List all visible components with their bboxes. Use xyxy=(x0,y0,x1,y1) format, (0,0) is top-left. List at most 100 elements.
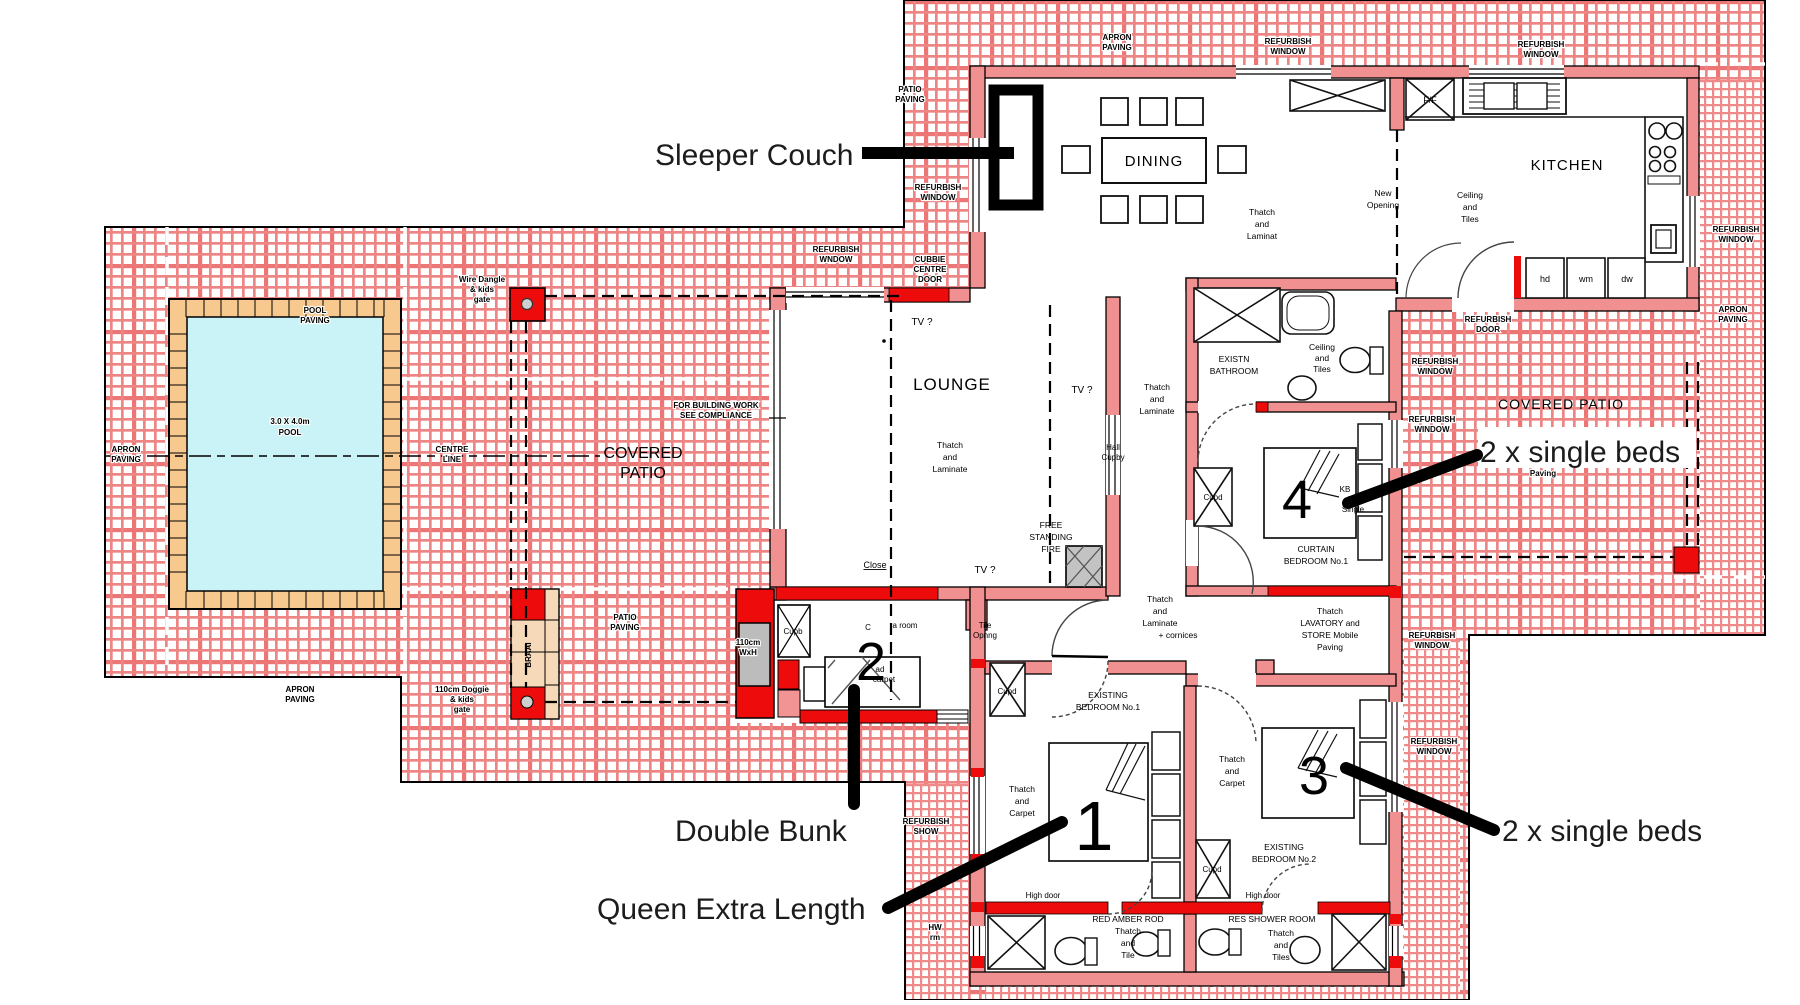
svg-text:& kids: & kids xyxy=(450,695,475,704)
svg-text:F/F: F/F xyxy=(1423,95,1437,105)
svg-text:BEDROOM No.1: BEDROOM No.1 xyxy=(1076,702,1141,712)
svg-text:FIRE: FIRE xyxy=(1041,544,1061,554)
svg-text:REFURBISH: REFURBISH xyxy=(1409,631,1456,640)
svg-text:COVERED: COVERED xyxy=(603,445,682,462)
svg-text:C: C xyxy=(865,623,871,632)
svg-text:WINDOW: WINDOW xyxy=(1416,747,1452,756)
svg-text:WINDOW: WINDOW xyxy=(1414,641,1450,650)
svg-text:Ceiling: Ceiling xyxy=(1457,190,1483,200)
svg-text:WINDOW: WINDOW xyxy=(1270,47,1306,56)
svg-text:STANDING: STANDING xyxy=(1029,532,1072,542)
svg-text:REFURBISH: REFURBISH xyxy=(903,817,950,826)
svg-text:and: and xyxy=(1255,219,1269,229)
svg-text:STORE Mobile: STORE Mobile xyxy=(1302,630,1359,640)
svg-text:WNDOW: WNDOW xyxy=(820,255,853,264)
svg-text:Opening: Opening xyxy=(1367,200,1399,210)
svg-text:APRON: APRON xyxy=(1719,305,1748,314)
svg-text:REFURBISH: REFURBISH xyxy=(1411,737,1458,746)
svg-text:REFURBISH: REFURBISH xyxy=(1465,315,1512,324)
svg-text:KB: KB xyxy=(1340,485,1351,494)
svg-text:Cupd: Cupd xyxy=(997,687,1016,696)
svg-text:APRON: APRON xyxy=(1103,33,1132,42)
svg-text:FREE: FREE xyxy=(1040,520,1063,530)
svg-text:EXISTING: EXISTING xyxy=(1088,690,1128,700)
svg-text:PAVING: PAVING xyxy=(300,316,329,325)
svg-text:Thatch: Thatch xyxy=(1144,382,1170,392)
svg-text:PAVING: PAVING xyxy=(610,623,639,632)
svg-text:rm: rm xyxy=(930,933,940,942)
svg-text:LINE: LINE xyxy=(443,455,462,464)
svg-text:PATIO: PATIO xyxy=(898,85,921,94)
svg-text:and: and xyxy=(1463,202,1477,212)
svg-text:RES SHOWER ROOM: RES SHOWER ROOM xyxy=(1229,914,1316,924)
svg-text:2 x single beds: 2 x single beds xyxy=(1502,815,1702,848)
svg-text:& kids: & kids xyxy=(470,285,495,294)
svg-text:+ cornices: + cornices xyxy=(1159,630,1198,640)
svg-text:Hall: Hall xyxy=(1106,443,1120,452)
svg-text:SHOW: SHOW xyxy=(914,827,939,836)
svg-text:RED AMBER ROD: RED AMBER ROD xyxy=(1092,914,1163,924)
svg-text:EXISTN: EXISTN xyxy=(1219,354,1250,364)
svg-text:Close: Close xyxy=(863,560,886,570)
svg-text:REFURBISH: REFURBISH xyxy=(1409,415,1456,424)
svg-text:LAVATORY and: LAVATORY and xyxy=(1300,618,1360,628)
svg-text:4: 4 xyxy=(1282,470,1312,530)
svg-text:3: 3 xyxy=(1299,746,1329,806)
svg-text:Tiles: Tiles xyxy=(1461,214,1479,224)
svg-text:DOOR: DOOR xyxy=(918,275,942,284)
svg-text:Opnng: Opnng xyxy=(973,631,997,640)
svg-text:DINING: DINING xyxy=(1125,153,1184,170)
svg-text:gate: gate xyxy=(474,295,491,304)
svg-text:BATHROOM: BATHROOM xyxy=(1210,366,1258,376)
svg-text:and: and xyxy=(1225,766,1239,776)
svg-text:ad: ad xyxy=(876,665,885,674)
svg-text:Carpet: Carpet xyxy=(1009,808,1035,818)
svg-text:Double Bunk: Double Bunk xyxy=(675,815,848,848)
svg-text:APRON: APRON xyxy=(286,685,315,694)
svg-text:PAVING: PAVING xyxy=(895,95,924,104)
svg-text:TV ?: TV ? xyxy=(911,317,933,328)
svg-text:PAVING: PAVING xyxy=(285,695,314,704)
svg-text:Tile: Tile xyxy=(1121,950,1135,960)
svg-text:3.0 X 4.0m: 3.0 X 4.0m xyxy=(270,417,309,426)
svg-text:Queen Extra Length: Queen Extra Length xyxy=(597,893,866,926)
svg-text:Cupd: Cupd xyxy=(1203,493,1222,502)
svg-text:POOL: POOL xyxy=(279,428,302,437)
svg-text:and: and xyxy=(943,452,957,462)
svg-text:Thatch: Thatch xyxy=(1268,928,1294,938)
svg-text:2: 2 xyxy=(856,632,886,692)
svg-text:Tiles: Tiles xyxy=(1313,364,1331,374)
svg-text:WINDOW: WINDOW xyxy=(1417,367,1453,376)
svg-text:REFURBISH: REFURBISH xyxy=(1412,357,1459,366)
svg-text:PAVING: PAVING xyxy=(1102,43,1131,52)
svg-text:gate: gate xyxy=(454,705,471,714)
svg-text:PAVING: PAVING xyxy=(111,455,140,464)
svg-text:Sleeper Couch: Sleeper Couch xyxy=(655,139,853,172)
svg-text:Thatch: Thatch xyxy=(1219,754,1245,764)
svg-text:a room: a room xyxy=(893,621,918,630)
svg-text:Cupd: Cupd xyxy=(1202,865,1221,874)
svg-text:PATIO: PATIO xyxy=(613,613,636,622)
svg-text:High door: High door xyxy=(1246,891,1281,900)
svg-text:CURTAIN: CURTAIN xyxy=(1298,544,1335,554)
svg-text:KITCHEN: KITCHEN xyxy=(1531,157,1604,174)
svg-text:CUBBIE: CUBBIE xyxy=(915,255,946,264)
svg-text:Paving: Paving xyxy=(1530,469,1556,478)
svg-text:Paving: Paving xyxy=(1317,642,1343,652)
svg-text:Single: Single xyxy=(1342,505,1365,514)
svg-text:BRAAI: BRAAI xyxy=(524,642,533,667)
svg-text:and: and xyxy=(1121,938,1135,948)
svg-text:dw: dw xyxy=(1621,274,1633,284)
svg-text:New: New xyxy=(1374,188,1392,198)
svg-text:EXISTING: EXISTING xyxy=(1264,842,1304,852)
svg-text:and: and xyxy=(1015,796,1029,806)
svg-text:Cupb: Cupb xyxy=(783,627,803,636)
svg-text:Laminate: Laminate xyxy=(1143,618,1178,628)
svg-text:Tiles: Tiles xyxy=(1272,952,1290,962)
svg-text:CENTRE: CENTRE xyxy=(436,445,470,454)
svg-text:Laminate: Laminate xyxy=(1140,406,1175,416)
svg-text:COVERED PATIO: COVERED PATIO xyxy=(1498,396,1624,412)
svg-text:WxH: WxH xyxy=(739,648,757,657)
svg-text:FOR BUILDING WORK: FOR BUILDING WORK xyxy=(673,401,759,410)
svg-text:Ceiling: Ceiling xyxy=(1309,342,1335,352)
